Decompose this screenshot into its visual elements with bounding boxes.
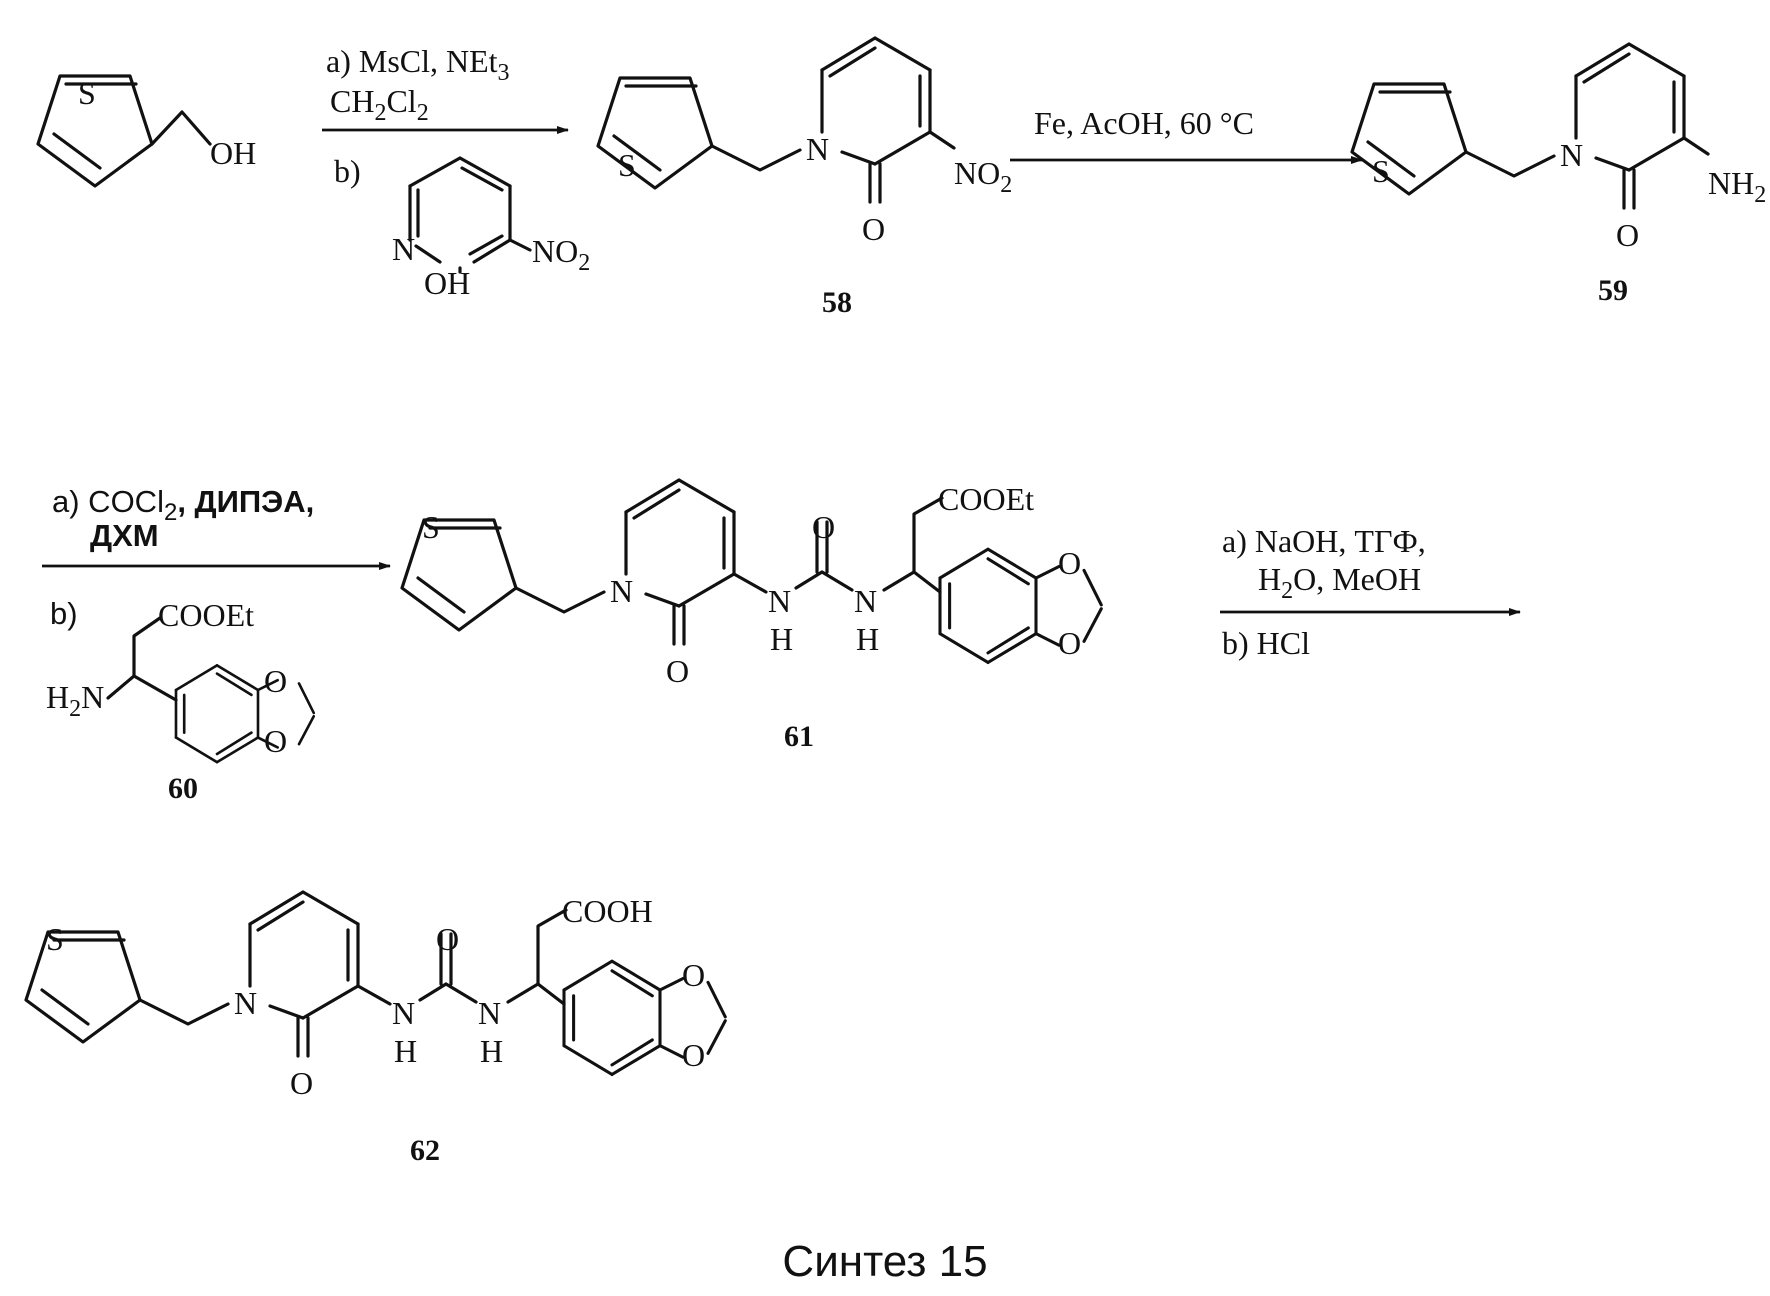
svg-text:N: N — [392, 995, 415, 1031]
svg-text:O: O — [264, 723, 287, 759]
svg-text:S: S — [422, 509, 440, 545]
step3-a-line2: ДХМ — [90, 518, 159, 553]
atom-n: N — [392, 231, 415, 267]
svg-text:H: H — [770, 621, 793, 657]
atom-s: S — [78, 75, 96, 111]
compound-61-structure: S N O N H O N H COOEt O O — [402, 480, 1101, 689]
step2-conditions: Fe, AcOH, 60 °C — [1010, 105, 1362, 160]
svg-text:a) NaOH, ТГФ,: a) NaOH, ТГФ, — [1222, 523, 1426, 559]
svg-text:O: O — [682, 1037, 705, 1073]
svg-text:O: O — [436, 921, 459, 957]
step4-a-line2: H — [1258, 561, 1281, 597]
step3-conditions: a) COCl2, ДИПЭА, ДХМ b) COOEt H2N O O 60 — [42, 484, 390, 805]
svg-text:N: N — [854, 583, 877, 619]
step3-b-label: b) — [50, 596, 78, 631]
svg-text:a) MsCl, NEt3: a) MsCl, NEt3 — [326, 43, 510, 86]
svg-text:COOEt: COOEt — [158, 597, 254, 633]
compound-60-label: 60 — [168, 772, 198, 805]
compound-62-label: 62 — [410, 1134, 440, 1167]
step1-a-line1: a) MsCl, NEt — [326, 43, 498, 79]
svg-text:COOH: COOH — [562, 893, 653, 929]
step4-conditions: a) NaOH, ТГФ, H2O, MeOH b) HCl — [1220, 523, 1520, 661]
thiophene-methanol-structure: S OH — [38, 75, 256, 186]
svg-text:H: H — [394, 1033, 417, 1069]
step1-b-label: b) — [334, 153, 361, 189]
compound-62-structure: S N O N H O N H COOH O O — [26, 892, 725, 1101]
scheme-caption: Синтез 15 — [782, 1237, 987, 1286]
svg-text:H: H — [856, 621, 879, 657]
svg-text:NH2: NH2 — [1708, 165, 1766, 208]
svg-text:O: O — [1058, 545, 1081, 581]
svg-text:N: N — [234, 985, 257, 1021]
step2-text: Fe, AcOH, 60 °C — [1034, 105, 1254, 141]
svg-text:O: O — [862, 211, 885, 247]
svg-text:N: N — [610, 573, 633, 609]
compound-59-label: 59 — [1598, 274, 1628, 307]
step4-b-line: b) HCl — [1222, 625, 1310, 661]
compound-58-structure: S N O NO2 — [598, 38, 1012, 247]
svg-text:S: S — [1372, 153, 1390, 189]
svg-text:O: O — [682, 957, 705, 993]
amine-h: H — [46, 679, 69, 715]
svg-text:NO2: NO2 — [532, 233, 590, 276]
svg-text:H2O, MeOH: H2O, MeOH — [1258, 561, 1421, 604]
svg-text:H2N: H2N — [46, 679, 104, 722]
compound-61-label: 61 — [784, 720, 814, 753]
atom-oh: OH — [210, 135, 256, 171]
svg-text:H: H — [480, 1033, 503, 1069]
compound-59-structure: S N O NH2 — [1352, 44, 1766, 253]
svg-text:O: O — [812, 509, 835, 545]
atom-oh: OH — [424, 265, 470, 301]
svg-text:O: O — [1616, 217, 1639, 253]
svg-text:S: S — [618, 147, 636, 183]
svg-text:N: N — [478, 995, 501, 1031]
svg-text:N: N — [806, 131, 829, 167]
compound-58-label: 58 — [822, 286, 852, 319]
step4-a-line1: a) NaOH, ТГФ, — [1222, 523, 1426, 559]
svg-text:O: O — [290, 1065, 313, 1101]
step3-a-line1: a) COCl — [52, 484, 164, 519]
svg-text:S: S — [46, 921, 64, 957]
nitro-group: NO — [532, 233, 578, 269]
svg-text:NO2: NO2 — [954, 155, 1012, 198]
step1-a-line2: CH — [330, 83, 374, 119]
svg-text:O: O — [666, 653, 689, 689]
svg-text:O: O — [264, 663, 287, 699]
svg-text:N: N — [1560, 137, 1583, 173]
svg-text:N: N — [768, 583, 791, 619]
step1-conditions: a) MsCl, NEt3 CH2Cl2 b) N NO2 OH — [322, 43, 590, 301]
svg-text:CH2Cl2: CH2Cl2 — [330, 83, 429, 126]
svg-text:O: O — [1058, 625, 1081, 661]
svg-text:COOEt: COOEt — [938, 481, 1034, 517]
